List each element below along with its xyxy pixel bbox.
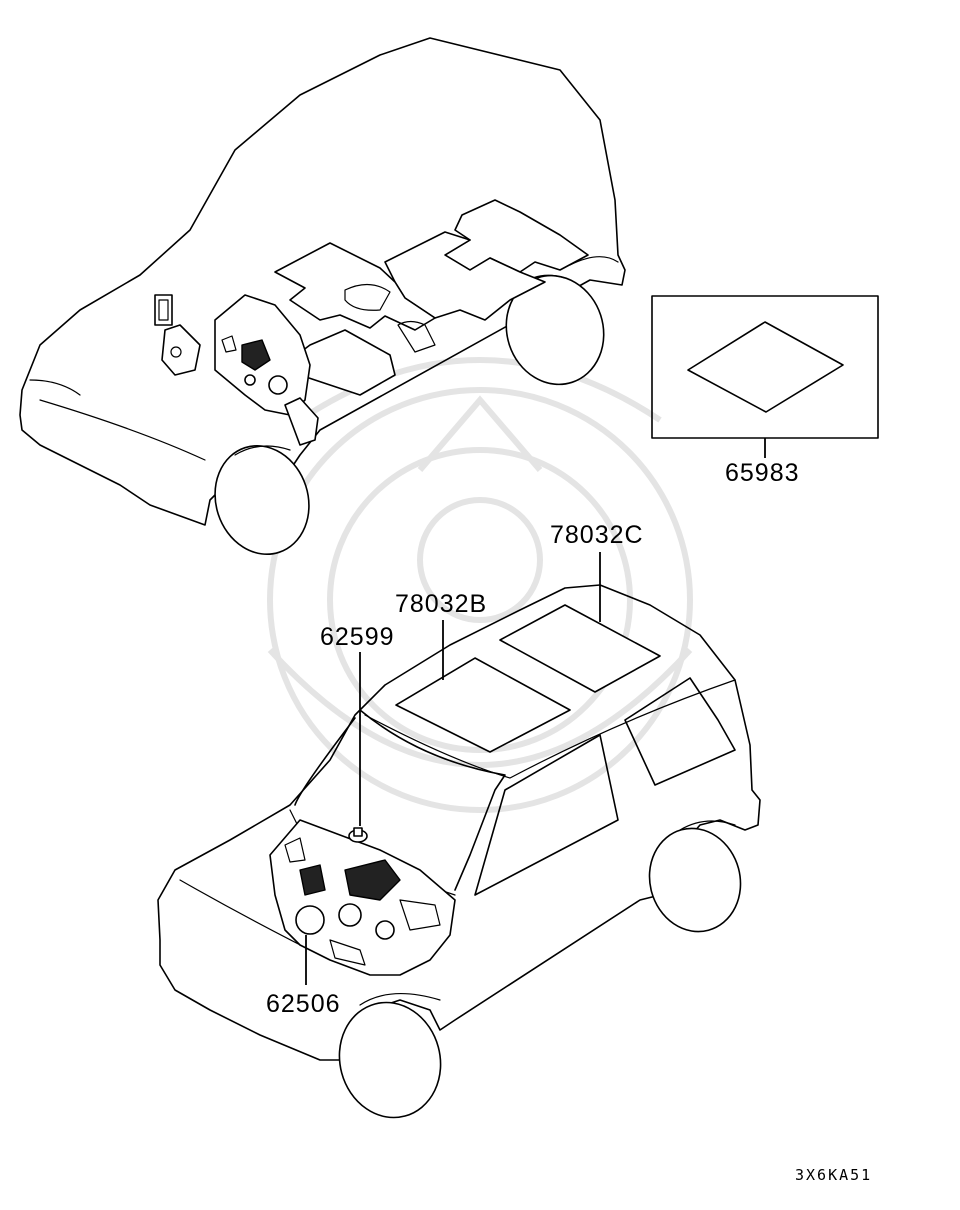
part-label-78032B[interactable]: 78032B bbox=[395, 590, 487, 618]
part-65983-inset bbox=[651, 295, 879, 458]
part-label-62599[interactable]: 62599 bbox=[320, 623, 395, 651]
upper-vehicle bbox=[19, 37, 626, 556]
diagram-code: 3X6KA51 bbox=[795, 1166, 872, 1184]
part-label-78032C[interactable]: 78032C bbox=[550, 521, 644, 549]
watermark-emblem bbox=[267, 357, 693, 813]
part-label-65983[interactable]: 65983 bbox=[725, 459, 800, 487]
part-label-62506[interactable]: 62506 bbox=[266, 990, 341, 1018]
lower-vehicle bbox=[157, 584, 761, 1119]
